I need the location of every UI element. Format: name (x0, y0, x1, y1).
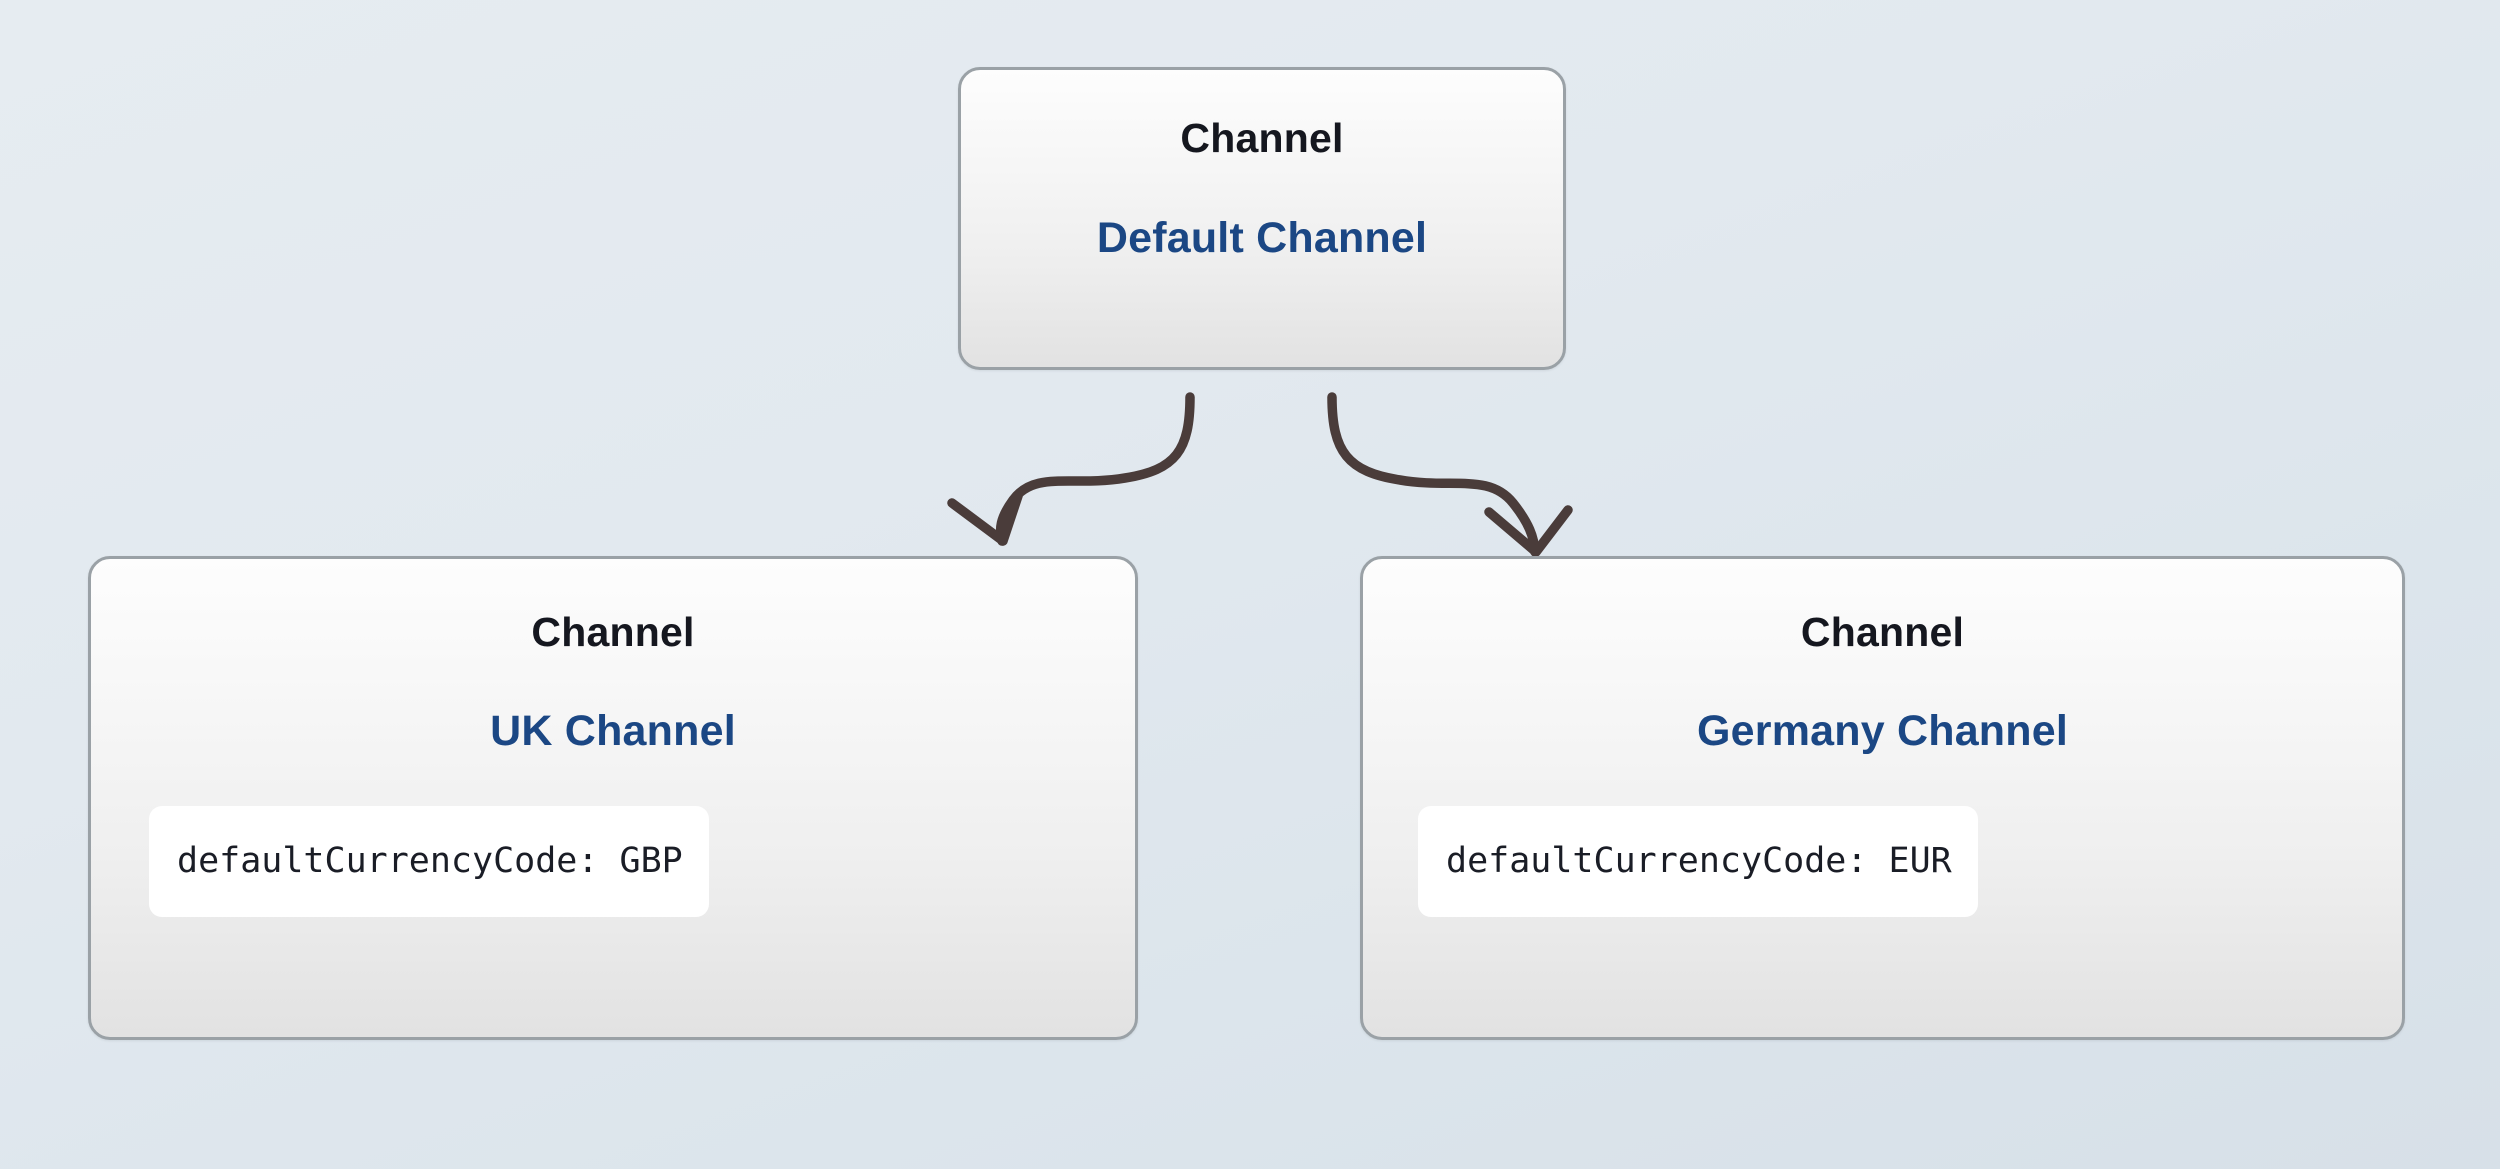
node-germany-channel[interactable]: Channel Germany Channel defaultCurrencyC… (1360, 556, 2405, 1040)
attribute-row: defaultCurrencyCode: EUR (1363, 806, 2402, 917)
node-type-label: Channel (531, 609, 695, 655)
node-name-label: UK Channel (490, 707, 736, 755)
node-default-channel[interactable]: Channel Default Channel (958, 67, 1566, 370)
attribute-chip: defaultCurrencyCode: EUR (1418, 806, 1978, 917)
node-uk-channel[interactable]: Channel UK Channel defaultCurrencyCode: … (88, 556, 1138, 1040)
node-name-label: Default Channel (1096, 214, 1428, 262)
edge-root-to-uk (995, 392, 1195, 546)
attribute-row: defaultCurrencyCode: GBP (91, 806, 1135, 917)
node-type-label: Channel (1800, 609, 1965, 655)
attribute-chip: defaultCurrencyCode: GBP (149, 806, 709, 917)
node-name-label: Germany Channel (1697, 707, 2068, 755)
edge-root-to-uk-arrowhead (947, 491, 1023, 546)
edge-root-to-de (1327, 392, 1540, 557)
edge-root-to-de-arrowhead (1484, 505, 1573, 557)
node-type-label: Channel (1180, 115, 1344, 161)
